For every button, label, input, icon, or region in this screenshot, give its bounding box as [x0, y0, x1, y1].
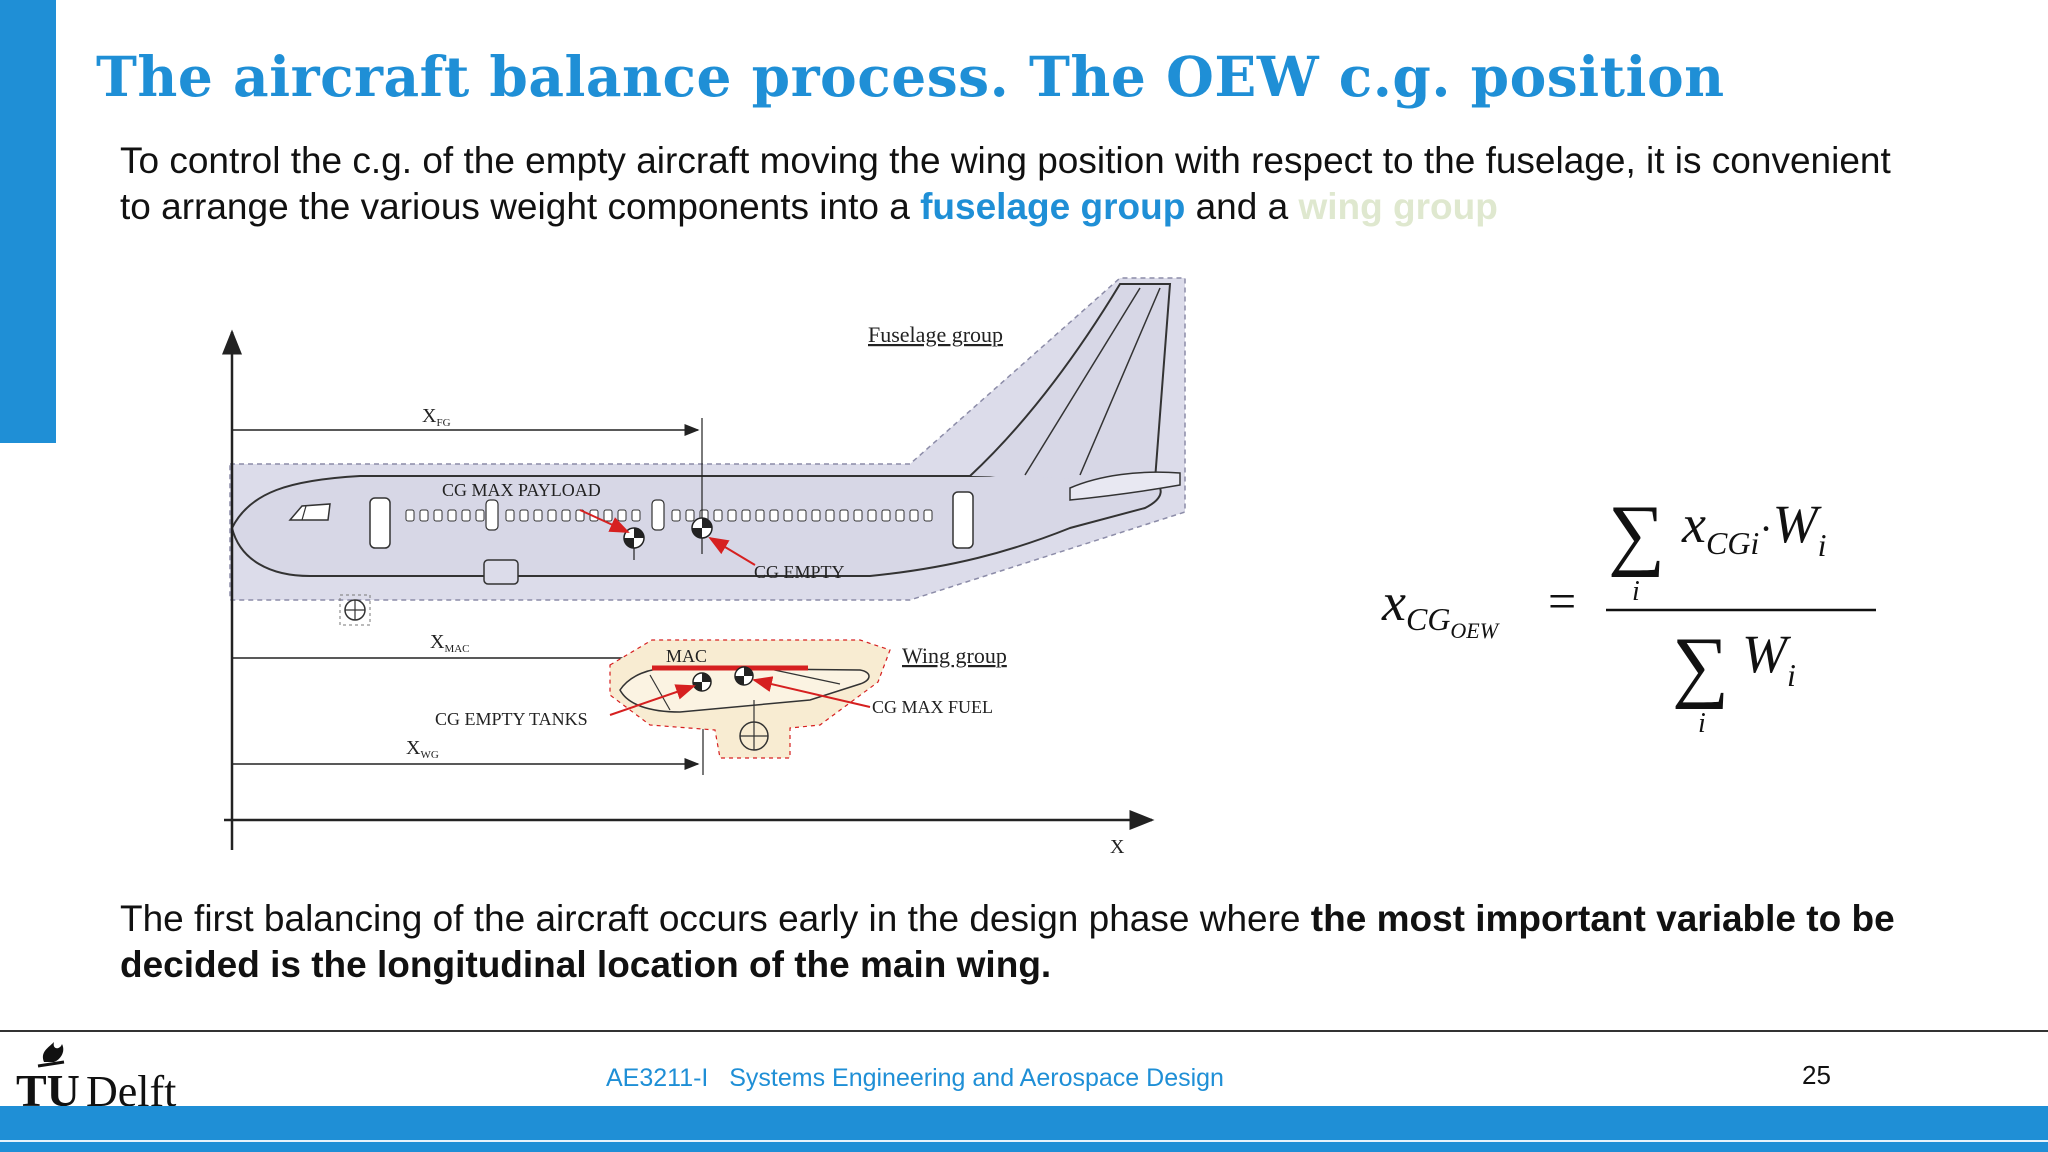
cg-empty-label: CG EMPTY: [754, 562, 845, 582]
intro-paragraph: To control the c.g. of the empty aircraf…: [120, 138, 1920, 230]
cg-empty-marker: [691, 517, 713, 539]
numerator-index: i: [1632, 576, 1640, 607]
closing-paragraph: The first balancing of the aircraft occu…: [120, 896, 1950, 988]
vertical-tail: [969, 283, 1172, 481]
mac-label: MAC: [666, 646, 707, 666]
x-fg-label: XFG: [422, 405, 451, 429]
page-number: 25: [1802, 1060, 1831, 1090]
x-mac-label: XMAC: [430, 631, 470, 655]
cg-empty-tanks-label: CG EMPTY TANKS: [435, 709, 588, 729]
cg-max-fuel-label: CG MAX FUEL: [872, 697, 993, 717]
cg-max-payload-marker: [623, 527, 645, 560]
numerator-term: xCGi·Wi: [1681, 494, 1827, 563]
bottom-band-line: [0, 1140, 2048, 1142]
cg-empty-tanks-marker: [692, 672, 712, 692]
cg-max-payload-label: CG MAX PAYLOAD: [442, 480, 601, 500]
denominator-sum: ∑: [1672, 622, 1729, 710]
fuselage-group-highlight: fuselage group: [920, 186, 1186, 227]
numerator-sum: ∑: [1608, 490, 1665, 578]
x-wg-label: XWG: [406, 737, 439, 761]
horizontal-stabilizer: [1069, 471, 1181, 501]
tudelft-logo: TU Delft: [16, 1042, 176, 1114]
intro-text: To control the c.g. of the empty aircraf…: [120, 140, 1891, 227]
passenger-windows: [405, 509, 933, 522]
cg-max-fuel-marker: [734, 666, 754, 686]
accent-bar: [0, 0, 56, 443]
footer-course-name: AE3211-I Systems Engineering and Aerospa…: [606, 1064, 1224, 1092]
denominator-term: Wi: [1742, 624, 1796, 693]
closing-bold-text: the most important variable to be decide…: [120, 898, 1895, 985]
logo-tu: TU: [16, 1065, 80, 1114]
slide-title: The aircraft balance process. The OEW c.…: [96, 44, 1725, 109]
footer-divider: [0, 1030, 2048, 1032]
intro-middle: and a: [1185, 186, 1299, 227]
closing-text: The first balancing of the aircraft occu…: [120, 898, 1311, 939]
formula-lhs: xCGOEW: [1381, 572, 1500, 643]
bottom-band: [0, 1106, 2048, 1152]
aircraft-balance-diagram: X XFG Fuselage group CG MAX PAYLOAD CG E…: [222, 277, 1186, 858]
cg-formula: xCGOEW = ∑ i xCGi·Wi ∑ i Wi: [1381, 490, 1876, 739]
fuselage-group-label: Fuselage group: [868, 322, 1003, 347]
flame-icon: [37, 1042, 65, 1068]
denominator-index: i: [1698, 708, 1706, 739]
formula-equals: =: [1548, 573, 1576, 629]
x-axis-label: X: [1110, 836, 1125, 858]
wing-group-highlight: wing group: [1298, 186, 1498, 227]
wing-group-label: Wing group: [902, 643, 1007, 668]
wing-shape: [619, 667, 870, 713]
